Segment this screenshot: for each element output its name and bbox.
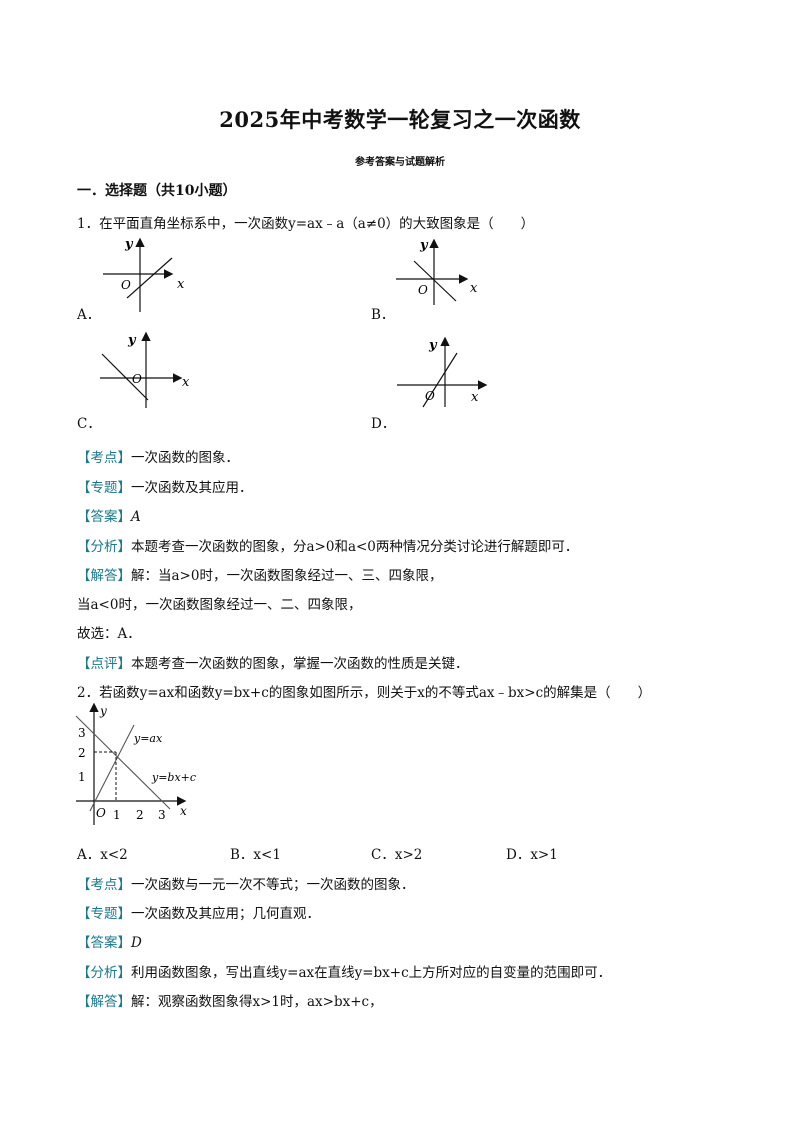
q1-kaodian-text: 一次函数的图象．	[131, 450, 239, 466]
page-title: 2025年中考数学一轮复习之一次函数	[219, 107, 581, 132]
q2-jieda-tag: 【解答】	[77, 994, 131, 1010]
q1-daan-tag: 【答案】	[77, 509, 131, 525]
q1-zhuanti-tag: 【专题】	[77, 480, 131, 496]
q1-jieda-text-1: 解：当a>0时，一次函数图象经过一、三、四象限，	[131, 568, 443, 584]
q2-y-tick-2: 2	[78, 746, 86, 760]
q2-daan-text: D	[131, 935, 142, 951]
q1-fenxi-tag: 【分析】	[77, 539, 131, 555]
q2-option-b: B．x<1	[230, 847, 281, 863]
q2-zhuanti-tag: 【专题】	[77, 906, 131, 922]
q1-fenxi: 【分析】本题考查一次函数的图象，分a>0和a<0两种情况分类讨论进行解题即可．	[77, 535, 578, 555]
q1-jieda-tag: 【解答】	[77, 568, 131, 584]
q1-fenxi-text: 本题考查一次函数的图象，分a>0和a<0两种情况分类讨论进行解题即可．	[131, 539, 579, 555]
q1-zhuanti-text: 一次函数及其应用．	[131, 480, 253, 496]
q1-zhuanti: 【专题】一次函数及其应用．	[77, 476, 253, 496]
q2-fenxi: 【分析】利用函数图象，写出直线y=ax在直线y=bx+c上方所对应的自变量的范围…	[77, 961, 611, 981]
q2-kaodian-text: 一次函数与一元一次不等式；一次函数的图象．	[131, 877, 415, 893]
q2-kaodian: 【考点】一次函数与一元一次不等式；一次函数的图象．	[77, 873, 415, 893]
q2-origin-label: O	[96, 806, 106, 820]
q2-line2-label: y=bx+c	[151, 771, 196, 784]
q2-y-label: y	[99, 704, 107, 718]
q1-graph-c: y x O	[100, 331, 190, 408]
q1-graph-a: y x O	[103, 237, 185, 312]
q2-stem: 2．若函数y=ax和函数y=bx+c的图象如图所示，则关于x的不等式ax﹣bx>…	[77, 685, 652, 701]
q1-daan-text: A	[131, 509, 141, 525]
q1-jieda-line-2: 当a<0时，一次函数图象经过一、二、四象限，	[77, 597, 362, 613]
q1c-origin-label: O	[132, 372, 142, 386]
q2-option-a: A．x<2	[77, 847, 128, 863]
q1b-x-label: x	[470, 281, 478, 296]
q2-x-tick-1: 1	[113, 808, 121, 822]
q1-daan: 【答案】A	[77, 505, 141, 525]
q1-dianping-tag: 【点评】	[77, 656, 131, 672]
q2-jieda: 【解答】解：观察函数图象得x>1时，ax>bx+c，	[77, 990, 383, 1010]
q1-jieda: 【解答】解：当a>0时，一次函数图象经过一、三、四象限，	[77, 564, 442, 584]
q1b-y-label: y	[419, 238, 429, 253]
section-heading: 一．选择题（共10小题）	[77, 183, 237, 199]
q2-option-c: C．x>2	[371, 847, 423, 863]
q1c-x-label: x	[182, 375, 190, 390]
q2-fenxi-text: 利用函数图象，写出直线y=ax在直线y=bx+c上方所对应的自变量的范围即可．	[131, 965, 612, 981]
q1-option-c: C．	[77, 416, 101, 432]
q1-kaodian: 【考点】一次函数的图象．	[77, 446, 239, 466]
q1-jieda-line-3: 故选：A．	[77, 626, 141, 642]
q1b-origin-label: O	[418, 283, 428, 297]
q1a-origin-label: O	[121, 278, 131, 292]
q2-zhuanti-text: 一次函数及其应用；几何直观．	[131, 906, 320, 922]
q2-daan-tag: 【答案】	[77, 935, 131, 951]
q2-zhuanti: 【专题】一次函数及其应用；几何直观．	[77, 902, 320, 922]
q2-y-tick-3: 3	[78, 726, 86, 740]
q2-x-label: x	[180, 804, 187, 818]
q1a-y-label: y	[124, 237, 134, 252]
q2-line1-label: y=ax	[133, 732, 163, 745]
q1-stem: 1．在平面直角坐标系中，一次函数y=ax﹣a（a≠0）的大致图象是（ ）	[77, 216, 535, 232]
q1-option-d: D．	[371, 416, 396, 432]
q1d-x-label: x	[471, 390, 479, 405]
q1-dianping-text: 本题考查一次函数的图象，掌握一次函数的性质是关键．	[131, 656, 469, 672]
q1-kaodian-tag: 【考点】	[77, 450, 131, 466]
q2-x-tick-2: 2	[136, 808, 144, 822]
q2-graph: y x O 3 2 1 1 2 3 y=ax y=bx+c	[75, 703, 196, 825]
q2-jieda-text: 解：观察函数图象得x>1时，ax>bx+c，	[131, 994, 383, 1010]
q2-daan: 【答案】D	[77, 931, 142, 951]
q2-y-tick-1: 1	[78, 770, 86, 784]
q2-x-tick-3: 3	[158, 808, 166, 822]
q1-graph-b: y x O	[396, 238, 478, 305]
q2-kaodian-tag: 【考点】	[77, 877, 131, 893]
q1d-y-label: y	[428, 338, 438, 353]
q1-option-a: A．	[77, 307, 101, 323]
q1-dianping: 【点评】本题考查一次函数的图象，掌握一次函数的性质是关键．	[77, 652, 469, 672]
q1-graph-d: y x O	[397, 336, 488, 408]
q2-option-d: D．x>1	[506, 847, 558, 863]
q1c-y-label: y	[127, 333, 137, 348]
q1a-x-label: x	[177, 277, 185, 292]
page-subtitle: 参考答案与试题解析	[355, 157, 445, 168]
q1d-origin-label: O	[425, 389, 435, 403]
q1-option-b: B．	[371, 307, 395, 323]
q2-fenxi-tag: 【分析】	[77, 965, 131, 981]
